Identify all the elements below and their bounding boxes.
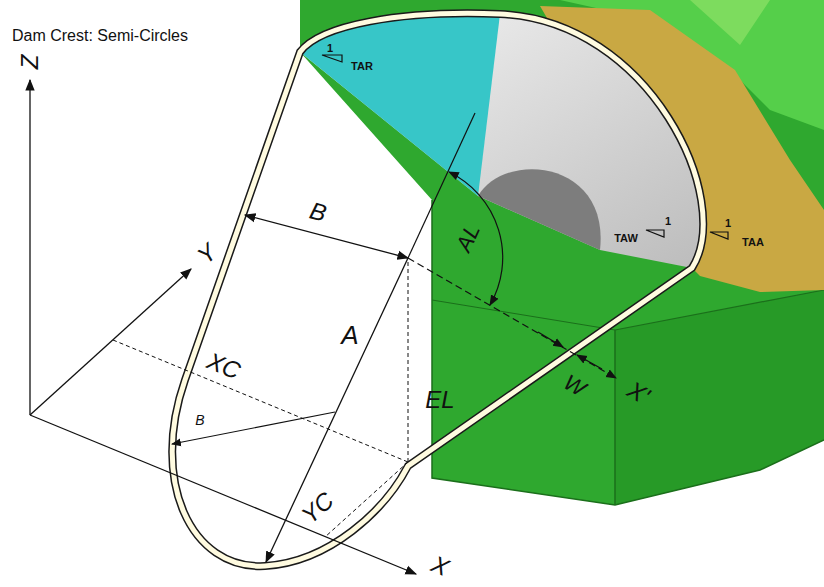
axes [30,80,416,574]
x-axis [30,415,416,574]
slope-label: TAR [351,61,373,72]
dimension-arrow [245,215,408,258]
dimension-arrow [266,258,408,562]
diagram-title: Dam Crest: Semi-Circles [12,26,188,45]
dimension-arrow [577,355,602,369]
crest-line [172,13,703,566]
slope-label: TAA [742,237,764,248]
reservoir-face [300,13,500,196]
terrain [300,0,824,505]
slope-label: 1 [327,43,333,54]
y-axis [30,269,191,415]
slope-triangle [322,55,342,62]
pit-floor [478,169,601,250]
slope-symbols [322,55,728,239]
dimension-lines [113,113,616,562]
dimension-label: B [195,413,204,427]
terrain-edge [614,330,616,505]
terrain-facet [690,0,770,45]
slope-label: 1 [665,216,671,227]
reservoir-pit [300,13,703,268]
terrain-edge [432,300,615,330]
pit-surface [300,13,703,268]
terrain-block [300,0,824,505]
slope-triangle [646,230,664,237]
projection-line [325,462,408,537]
dimension-label: B [307,198,329,225]
angle-arc [449,172,503,305]
slope-label: TAW [614,233,638,244]
dimension-label: EL [425,388,454,412]
slope-triangle [710,232,728,239]
dimension-label: A [341,322,358,348]
dimension-label: YC [298,488,339,528]
projection-line [113,340,408,462]
dimension-arrow [172,412,335,444]
crest-outline [172,13,703,566]
z-axis [29,80,30,415]
dimension-label: X [428,552,452,580]
dimension-label: Z [18,55,42,70]
dimension-label: XC [204,349,244,384]
elevation-line [408,262,409,462]
slope-label: 1 [725,218,731,229]
terrain-facet [615,290,824,505]
crest-line [172,13,703,566]
x-prime-axis [408,258,616,378]
dimension-label: Y [193,240,221,269]
dimension-arrow [538,332,563,347]
